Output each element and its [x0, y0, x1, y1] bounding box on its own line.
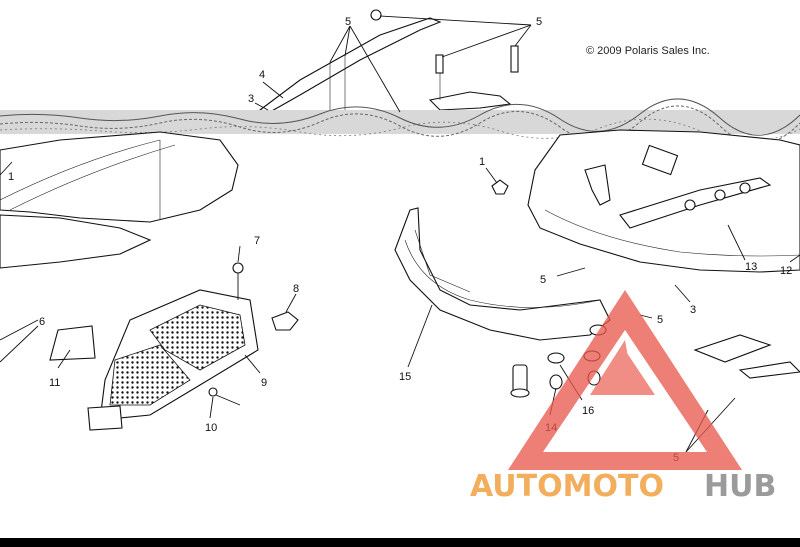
bracket-part-12: [693, 334, 800, 379]
front-bumper-part: [394, 207, 611, 341]
callout-1b: 1: [8, 171, 14, 183]
callout-7: 7: [254, 235, 260, 247]
callout-8: 8: [293, 283, 299, 295]
bolt-part-10: [208, 387, 241, 406]
clip-part: [491, 179, 509, 195]
vent-cover-part: [87, 289, 259, 431]
break-band: [0, 98, 800, 145]
callout-16: 16: [582, 405, 594, 417]
callout-5b: 5: [536, 16, 542, 28]
callout-4: 4: [259, 69, 265, 81]
callout-5c: 5: [540, 274, 546, 286]
right-body-panel: [527, 129, 800, 273]
callout-3a: 3: [248, 93, 254, 105]
callout-3b: 3: [690, 304, 696, 316]
clamp-part: [271, 311, 299, 331]
callout-1: 1: [479, 156, 485, 168]
watermark: AUTOMOTO HUB: [470, 290, 776, 504]
callout-15: 15: [399, 371, 411, 383]
watermark-brand-b: HUB: [704, 469, 776, 504]
callout-5a: 5: [345, 16, 351, 28]
bottom-border: [0, 538, 800, 547]
callout-9: 9: [261, 377, 267, 389]
watermark-brand-a: AUTOMOTO: [470, 469, 664, 504]
copyright-text: © 2009 Polaris Sales Inc.: [586, 45, 710, 57]
callout-12: 12: [780, 265, 792, 277]
callout-6: 6: [39, 316, 45, 328]
callout-5d: 5: [657, 314, 663, 326]
watermark-triangle-icon: [508, 290, 742, 470]
left-hood-panel: [0, 131, 239, 269]
decal-part: [49, 325, 96, 361]
windshield-upper-part: [258, 9, 519, 113]
screw-part-7: [232, 262, 244, 300]
callout-10: 10: [205, 422, 217, 434]
callout-11: 11: [49, 377, 60, 389]
callout-13: 13: [745, 261, 757, 273]
